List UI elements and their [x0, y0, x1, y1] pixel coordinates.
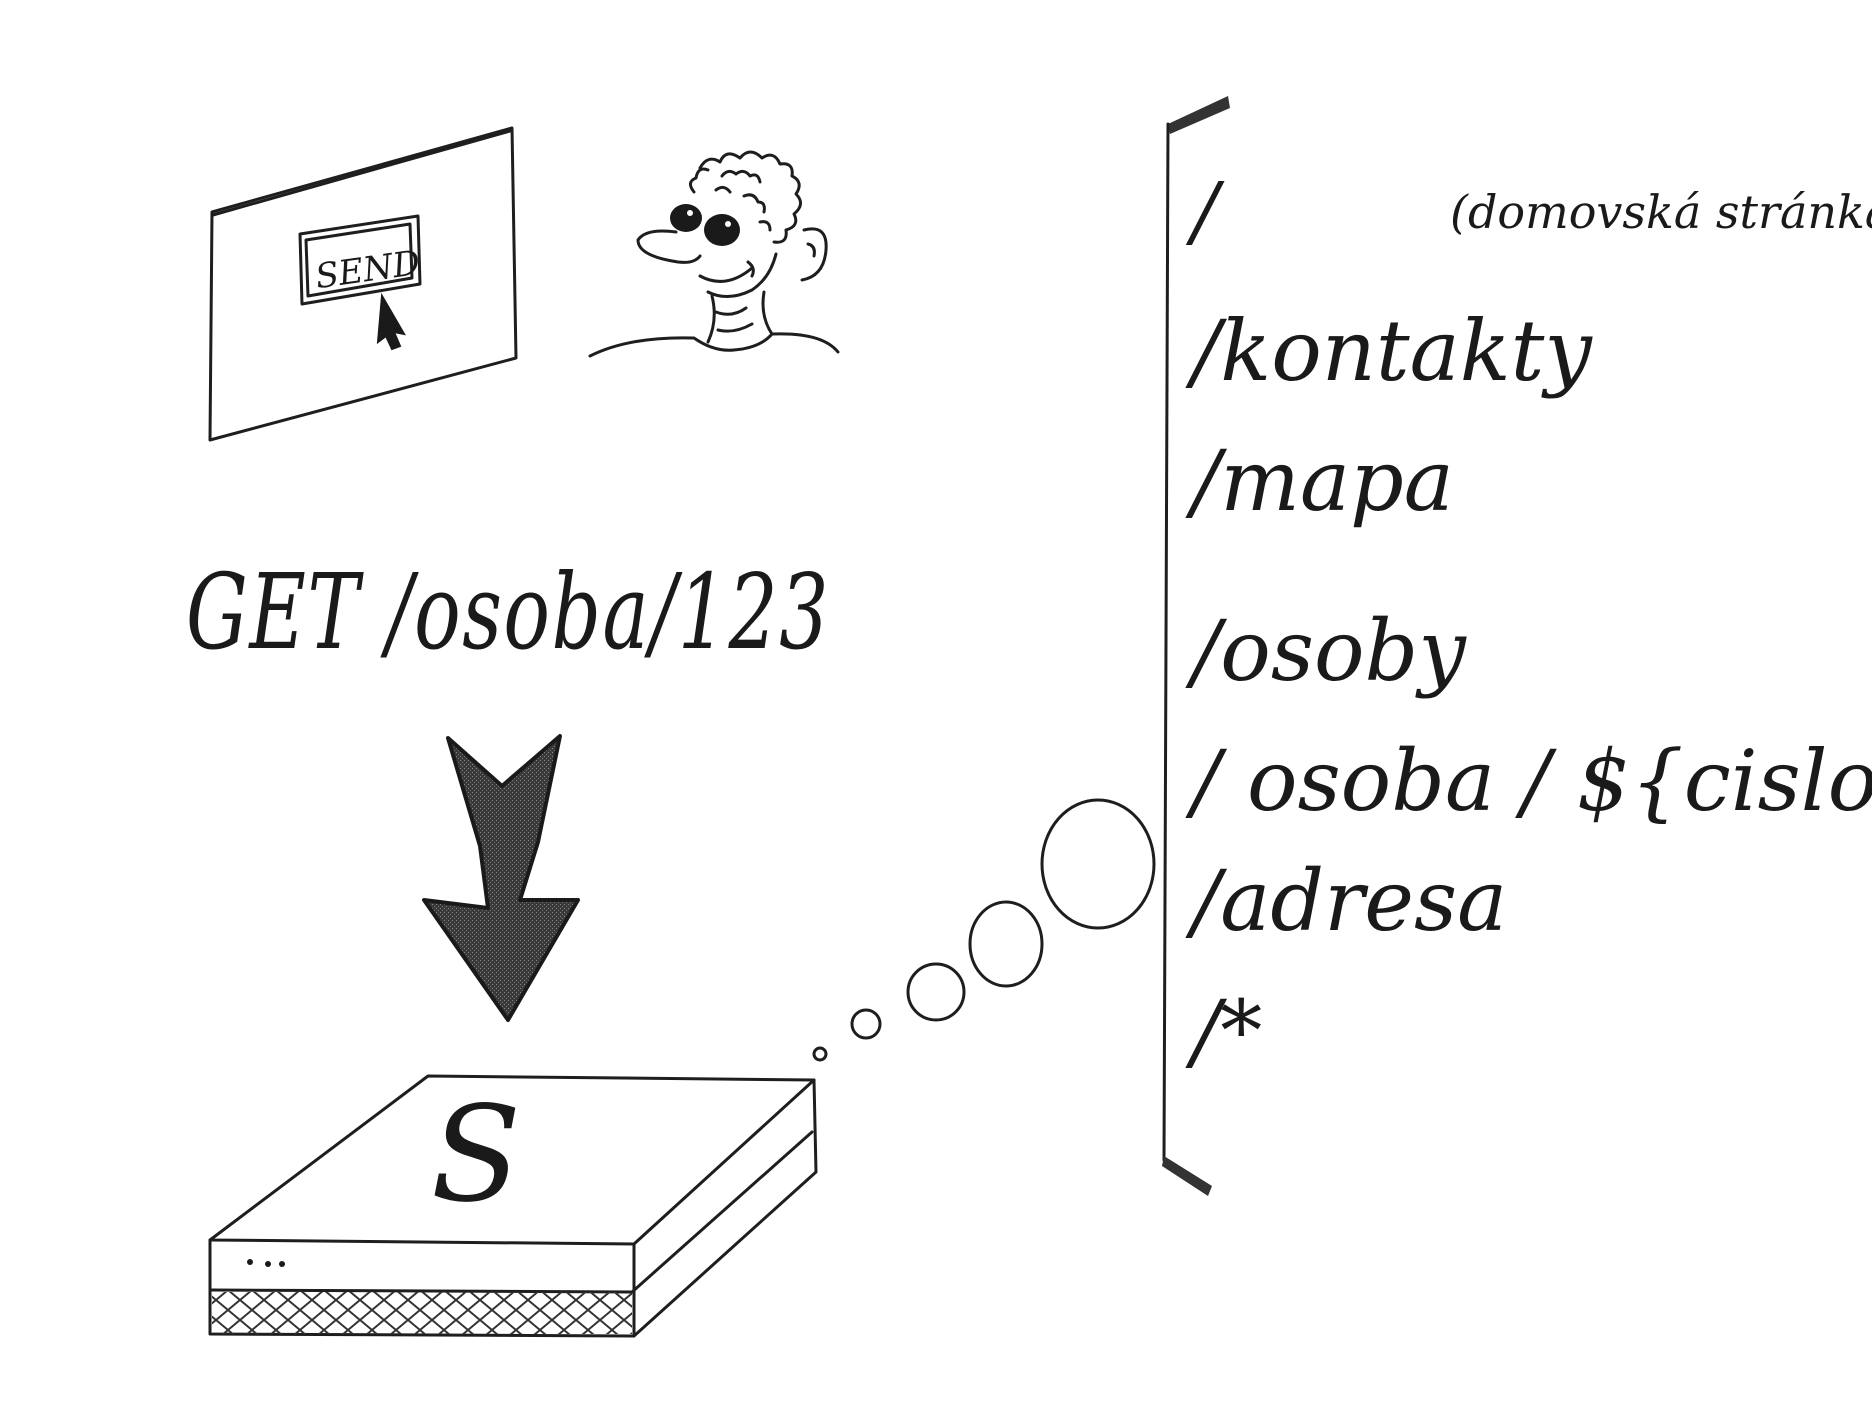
user-person-icon [588, 150, 840, 358]
send-button[interactable]: SEND [298, 214, 423, 306]
arrow-down-icon [422, 734, 580, 1022]
home-page-note: (domovská stránka) [1450, 185, 1872, 239]
server-side [632, 1078, 818, 1338]
browser-screen [208, 126, 518, 442]
send-button-label: SEND [313, 243, 423, 297]
route-item: / [1185, 167, 1225, 257]
route-item: / osoba / ${cislo} [1185, 732, 1872, 830]
led-indicator [247, 1259, 253, 1265]
thought-bubble [1040, 798, 1156, 930]
route-item: /* [1185, 982, 1262, 1080]
request-line: GET /osoba/123 [186, 551, 830, 673]
thought-bubble [968, 900, 1044, 988]
route-item: /mapa [1185, 432, 1454, 530]
route-item: /adresa [1185, 852, 1507, 950]
led-indicator [279, 1261, 285, 1267]
thought-bubble [812, 1046, 828, 1062]
server-letter: S [431, 1078, 521, 1232]
thought-bubble [850, 1008, 882, 1040]
routes-list: / (domovská stránka) /kontakty /mapa /os… [1185, 167, 1872, 1080]
http-request: GET /osoba/123 [186, 551, 830, 673]
screen-frame [208, 126, 518, 442]
thought-bubbles [812, 798, 1156, 1062]
server-box: S [208, 1074, 818, 1338]
server-vent [212, 1292, 632, 1334]
mouse-cursor-icon [376, 292, 406, 351]
led-indicator [265, 1261, 271, 1267]
routes-bracket [1162, 96, 1230, 1196]
route-item: /kontakty [1185, 302, 1593, 400]
route-item: /osoby [1185, 602, 1467, 700]
thought-bubble [906, 962, 966, 1022]
